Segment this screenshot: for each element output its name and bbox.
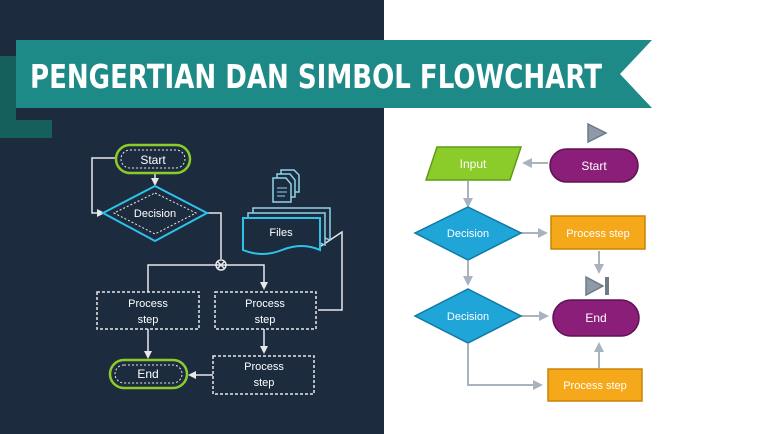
process-label-line2: step (255, 314, 276, 326)
merge-junction (215, 259, 227, 271)
process-label-line2: step (138, 314, 159, 326)
left-files-multidocument: Files (242, 207, 331, 255)
left-start-label: Start (140, 153, 166, 167)
stop-end-icon (585, 275, 609, 297)
title-banner: PENGERTIAN DAN SIMBOL FLOWCHART (0, 40, 652, 138)
process-label-line1: Process (128, 298, 168, 310)
right-decision-bottom-label: Decision (447, 311, 489, 323)
connector-start-to-decision (91, 157, 115, 217)
process-label-line1: Process (244, 361, 284, 373)
connector-decision-right (207, 212, 222, 259)
files-document-icon (272, 169, 300, 203)
left-process-step-2: Process step (214, 291, 317, 330)
play-icon (587, 122, 608, 144)
left-end-label: End (137, 367, 158, 381)
left-start-terminator: Start (114, 143, 192, 175)
left-files-label: Files (269, 227, 293, 239)
banner-title: PENGERTIAN DAN SIMBOL FLOWCHART (30, 57, 602, 96)
right-decision-top: Decision (413, 206, 523, 261)
right-end-label: End (585, 311, 606, 325)
left-decision-label: Decision (134, 208, 176, 220)
left-decision-diamond: Decision (100, 184, 210, 243)
left-flowchart (91, 157, 343, 379)
connector-decision-to-process-bottom (467, 344, 543, 390)
right-connectors (463, 158, 604, 390)
left-process-step-3: Process step (212, 355, 315, 395)
right-decision-bottom: Decision (413, 288, 523, 344)
right-process-bottom-label: Process step (563, 380, 627, 392)
left-process-step-1: Process step (96, 291, 200, 330)
right-start-label: Start (581, 159, 607, 173)
left-end-terminator: End (108, 358, 189, 390)
right-input-label: Input (460, 157, 487, 171)
merge-junction-cross (216, 260, 226, 270)
right-start-terminator: Start (549, 148, 639, 183)
process-label-line1: Process (245, 298, 285, 310)
right-end-terminator: End (552, 299, 640, 337)
right-decision-top-label: Decision (447, 228, 489, 240)
banner-ribbon (16, 40, 652, 108)
process-label-line2: step (254, 377, 275, 389)
right-process-step-bottom: Process step (547, 368, 643, 402)
right-input-parallelogram: Input (424, 146, 523, 181)
connector-merge-split (147, 264, 268, 292)
banner-ribbon-fold (0, 56, 52, 138)
right-process-top-label: Process step (566, 228, 630, 240)
right-process-step-top: Process step (550, 215, 646, 250)
